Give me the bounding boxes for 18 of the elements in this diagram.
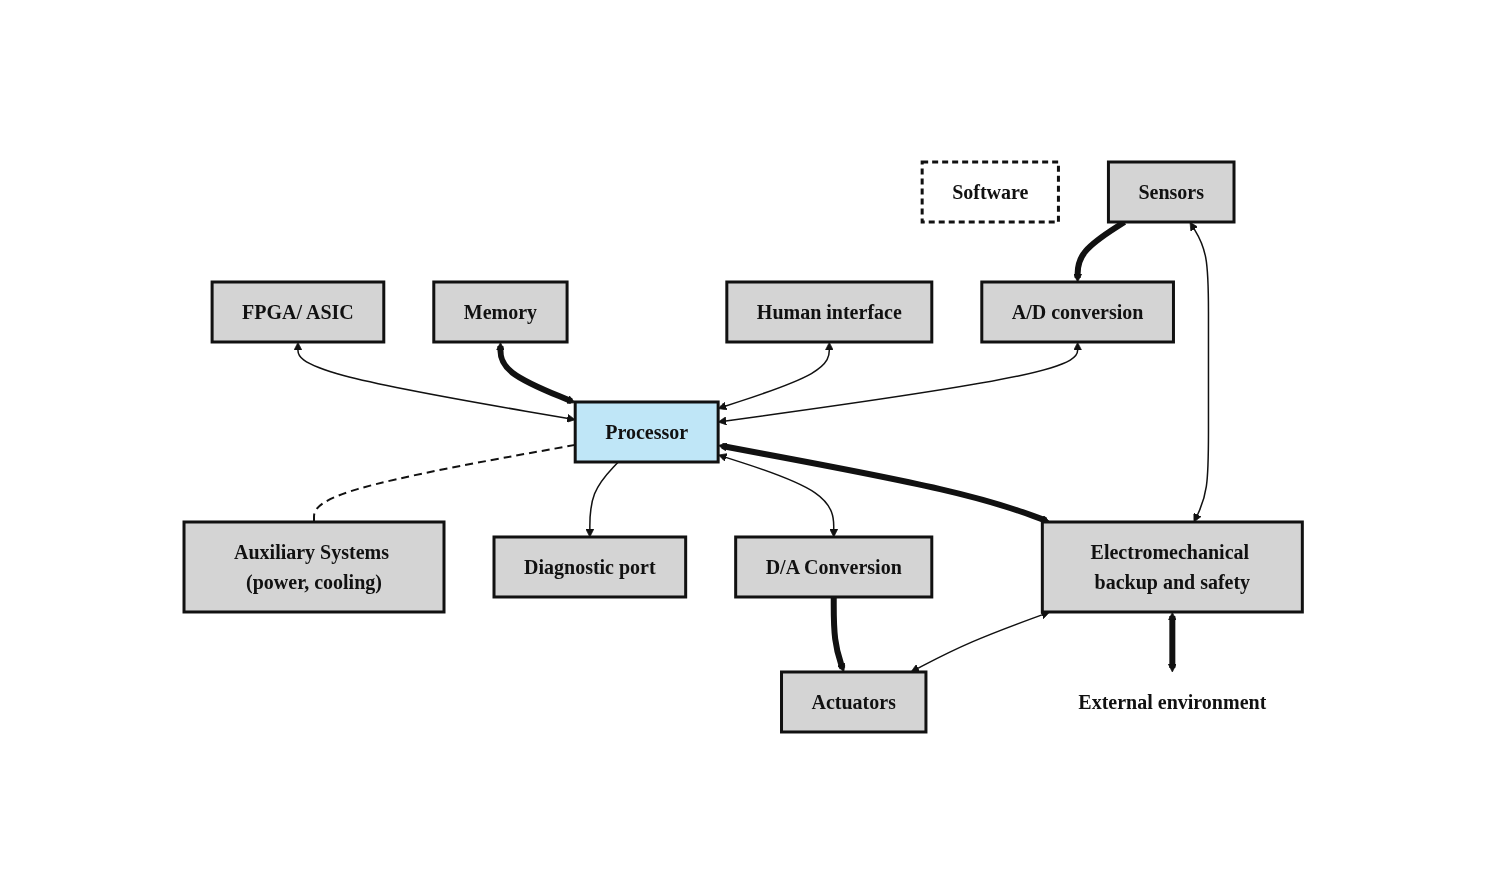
node-box: Human interface	[725, 280, 934, 344]
node-box: D/A Conversion	[734, 535, 934, 599]
node-box: Diagnostic port	[492, 535, 688, 599]
node-box: Memory	[432, 280, 569, 344]
node-box: Electromechanical backup and safety	[1041, 520, 1305, 614]
arrow	[1168, 612, 1178, 673]
node-box: A/D conversion	[980, 280, 1176, 344]
arrow	[496, 342, 576, 404]
node-box: Processor	[574, 400, 720, 464]
arrow	[718, 342, 1083, 426]
arrow	[718, 342, 835, 411]
node-text: External environment	[1078, 690, 1267, 713]
node-box: Auxiliary Systems (power, cooling)	[182, 520, 446, 614]
node-box: Actuators	[780, 670, 928, 734]
node-box: Sensors	[1107, 160, 1236, 224]
node-box: FPGA/ ASIC	[210, 280, 386, 344]
arrow	[293, 342, 576, 423]
node-box: Software	[921, 160, 1061, 224]
